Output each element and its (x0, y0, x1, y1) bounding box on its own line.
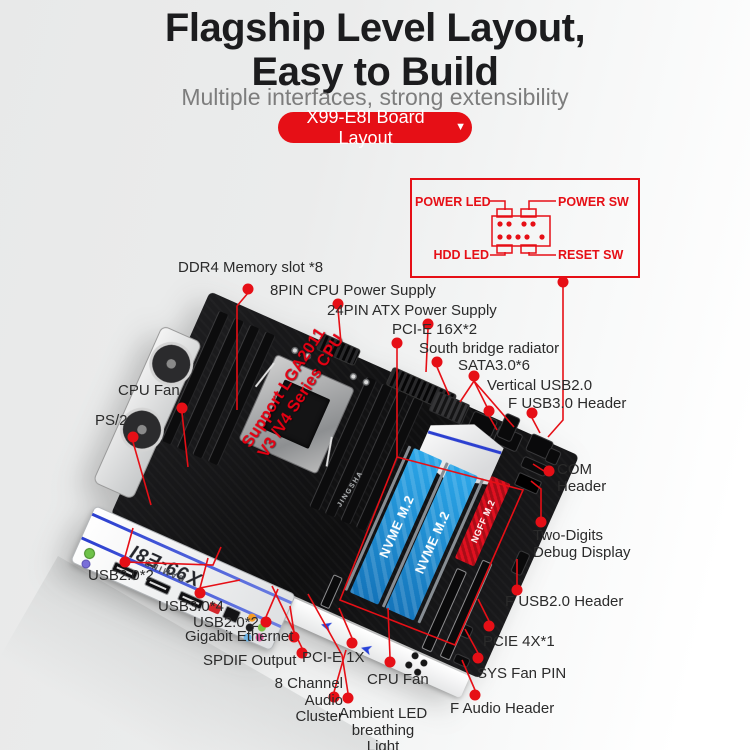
brand-arrow-icon: ➤ (317, 616, 335, 637)
callout-cpufan2: CPU Fan (367, 671, 429, 688)
callout-vusb: Vertical USB2.0 (487, 377, 593, 394)
title-line1: Flagship Level Layout, (164, 6, 586, 50)
callout-ps2: PS/2 (95, 412, 128, 429)
board-layout-button[interactable]: X99-E8I Board Layout ▼ (278, 107, 472, 148)
leader-dot-faudio (469, 689, 481, 701)
board-layout-button-label: X99-E8I Board Layout (306, 106, 425, 148)
reset-sw-label: RESET SW (558, 248, 624, 262)
callout-pcie16: PCI-E 16X*2 (392, 321, 478, 338)
callout-faudio: F Audio Header (450, 700, 555, 717)
power-led-label: POWER LED (415, 195, 491, 209)
callout-cpufan1: CPU Fan (118, 382, 180, 399)
callout-ddr4: DDR4 Memory slot *8 (178, 259, 324, 276)
power-sw-label: POWER SW (558, 195, 629, 209)
callout-pcie4: PCIE 4X*1 (483, 633, 555, 650)
page-title: Flagship Level Layout,Easy to Build (0, 6, 750, 94)
callout-fusb2: F USB2.0 Header (505, 593, 624, 610)
hdd-led-label: HDD LED (433, 248, 489, 262)
callout-pcie1x: PCI-E 1X (302, 649, 365, 666)
callout-usb2a: USB2.0*2 (88, 567, 154, 584)
leader-dot-sbridge (431, 356, 443, 368)
callout-sysfan: SYS Fan PIN (477, 665, 567, 682)
leader-line-fusb3 (531, 417, 541, 434)
callout-com: COM Header (557, 461, 607, 495)
leader-line-pinbox (547, 287, 564, 438)
callout-pin8: 8PIN CPU Power Supply (270, 282, 436, 299)
leader-dot-pcie16 (391, 337, 403, 349)
leader-dot-pinbox (557, 276, 569, 288)
front-panel-pin-diagram (410, 178, 640, 278)
callout-fusb3: F USB3.0 Header (508, 395, 627, 412)
page-subtitle: Multiple interfaces, strong extensibilit… (181, 84, 569, 110)
leader-dot-audio8 (342, 692, 354, 704)
callout-sata: SATA3.0*6 (458, 357, 530, 374)
callout-debug: Two-Digits Debug Display (533, 527, 631, 561)
callout-ambient: Ambient LED breathing Light (338, 705, 428, 750)
callout-audio8: 8 Channel Audio Cluster (274, 675, 343, 725)
callout-spdif: SPDIF Output (203, 652, 297, 669)
chevron-down-icon: ▼ (455, 121, 466, 133)
callout-usb3: USB3.0*4 (158, 598, 224, 615)
title-line2: Easy to Build (251, 50, 499, 94)
callout-atx24: 24PIN ATX Power Supply (327, 302, 497, 319)
callout-sbridge: South bridge radiator (419, 340, 560, 357)
leader-dot-ddr4 (242, 283, 254, 295)
callout-usb2b: USB2.0*2 (193, 614, 259, 631)
